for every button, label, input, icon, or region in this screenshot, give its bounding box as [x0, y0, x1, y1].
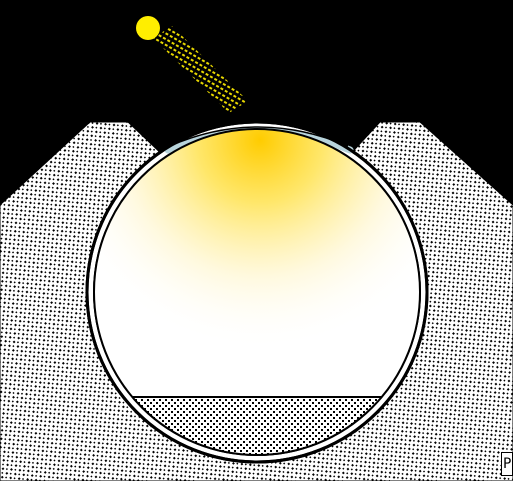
corner-label[interactable]: P: [501, 452, 513, 476]
sun-icon: [136, 16, 160, 40]
